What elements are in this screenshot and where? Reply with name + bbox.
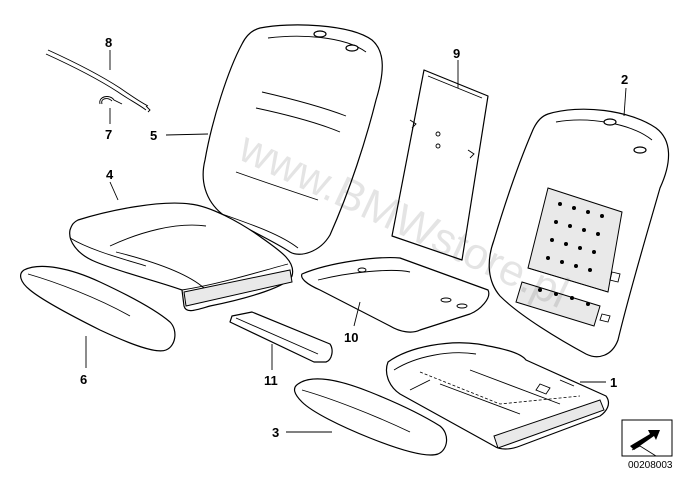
seat-cover-part <box>69 202 294 312</box>
wire-part <box>45 49 151 113</box>
trim-strip-part <box>229 311 333 363</box>
back-panel-part <box>391 69 489 261</box>
side-bolster-part <box>20 265 176 352</box>
callout-6: 6 <box>80 372 87 387</box>
callout-8: 8 <box>105 35 112 50</box>
orientation-arrow-icon <box>630 430 660 450</box>
reference-number: 00208003 <box>628 460 673 471</box>
orientation-arrow-box <box>621 419 673 457</box>
callouts: 8 7 5 9 2 4 6 10 11 1 3 <box>80 35 628 440</box>
callout-4: 4 <box>106 167 114 182</box>
backrest-frame-part <box>488 108 670 358</box>
leader-lines <box>85 50 627 433</box>
callout-7: 7 <box>105 127 112 142</box>
callout-2: 2 <box>621 72 628 87</box>
seat-frame-part <box>385 342 610 450</box>
clip-part <box>99 96 123 105</box>
foam-perforations <box>538 202 604 306</box>
callout-3: 3 <box>272 425 279 440</box>
front-bolster-part <box>293 378 448 456</box>
callout-1: 1 <box>610 375 617 390</box>
callout-10: 10 <box>344 330 358 345</box>
callout-5: 5 <box>150 128 157 143</box>
callout-9: 9 <box>453 46 460 61</box>
callout-11: 11 <box>264 373 278 388</box>
backrest-cover-part <box>202 24 383 255</box>
seat-plate-part <box>301 257 490 333</box>
